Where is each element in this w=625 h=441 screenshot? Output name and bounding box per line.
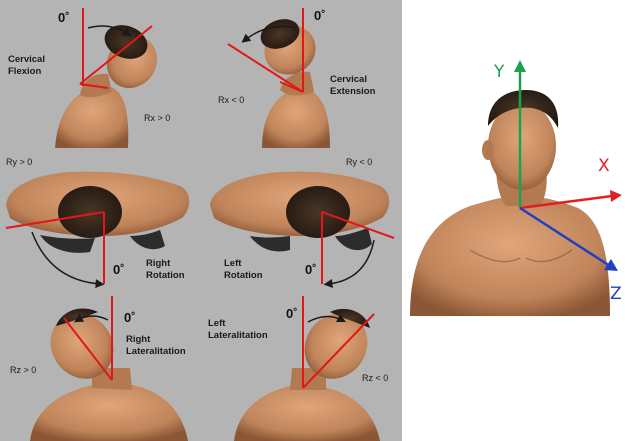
flexion-arrow <box>87 25 132 37</box>
left-rotation-label-line2: Rotation <box>224 270 263 281</box>
left-lateralitation-label-line1: Left <box>208 318 226 329</box>
z-axis-label: Z <box>610 284 622 304</box>
extension-figure <box>260 19 330 148</box>
right-lateralitation-label: Right Lateralitation <box>126 334 186 358</box>
right-rotation-angle-line <box>5 211 105 229</box>
left-lateralitation-arrow <box>307 313 347 323</box>
left-rotation-zero-degree: 0˚ <box>305 262 317 277</box>
x-axis-label: X <box>598 156 610 176</box>
extension-sign: Rx < 0 <box>218 95 245 105</box>
right-lateralitation-figure <box>30 308 188 441</box>
left-lateralitation-angle-line <box>302 313 375 389</box>
left-rotation-sign: Ry < 0 <box>346 157 373 167</box>
right-lateralitation-label-line2: Lateralitation <box>126 346 186 357</box>
left-lateralitation-label: Left Lateralitation <box>208 318 268 342</box>
flexion-angle-line <box>79 25 153 85</box>
left-rotation-arrow <box>323 239 375 289</box>
right-rotation-label-line2: Rotation <box>146 270 185 281</box>
right-lateralitation-zero-degree: 0˚ <box>124 310 136 325</box>
right-rotation-label: Right Rotation <box>146 258 185 282</box>
flexion-sign: Rx > 0 <box>144 113 171 123</box>
right-lateralitation-label-line1: Right <box>126 334 151 345</box>
flexion-zero-degree: 0˚ <box>58 10 70 25</box>
right-rotation-arrow <box>31 231 105 289</box>
right-lateralitation-arrow <box>74 313 109 323</box>
extension-base-line <box>279 81 304 93</box>
extension-label: Cervical Extension <box>330 74 375 98</box>
flexion-base-line <box>79 83 109 89</box>
flexion-figure <box>55 25 158 148</box>
extension-angle-line <box>227 43 304 93</box>
extension-label-line1: Cervical <box>330 74 367 85</box>
right-rotation-label-line1: Right <box>146 258 171 269</box>
torso-figure <box>410 90 610 316</box>
right-rotation-sign: Ry > 0 <box>6 157 33 167</box>
left-lateralitation-label-line2: Lateralitation <box>208 330 268 341</box>
y-axis-arrowhead <box>514 60 526 72</box>
left-rotation-label-line1: Left <box>224 258 242 269</box>
left-lateralitation-figure <box>234 308 380 441</box>
left-rotation-label: Left Rotation <box>224 258 263 282</box>
left-rotation-angle-line <box>321 211 395 239</box>
x-axis <box>519 194 613 210</box>
left-lateralitation-zero-degree: 0˚ <box>286 306 298 321</box>
flexion-label: Cervical Flexion <box>8 54 45 78</box>
extension-zero-degree: 0˚ <box>314 8 326 23</box>
extension-arrow <box>241 25 297 43</box>
x-axis-arrowhead <box>610 190 622 202</box>
right-rotation-zero-degree: 0˚ <box>113 262 125 277</box>
left-rotation-figure <box>210 171 390 252</box>
right-lateralitation-sign: Rz > 0 <box>10 365 37 375</box>
flexion-label-line2: Flexion <box>8 66 42 77</box>
y-axis-label: Y <box>494 62 505 82</box>
flexion-label-line1: Cervical <box>8 54 45 65</box>
left-lateralitation-sign: Rz < 0 <box>362 373 389 383</box>
extension-label-line2: Extension <box>330 86 376 97</box>
z-axis <box>519 206 611 268</box>
z-axis-arrowhead <box>604 259 618 271</box>
right-lateralitation-angle-line <box>63 317 113 381</box>
